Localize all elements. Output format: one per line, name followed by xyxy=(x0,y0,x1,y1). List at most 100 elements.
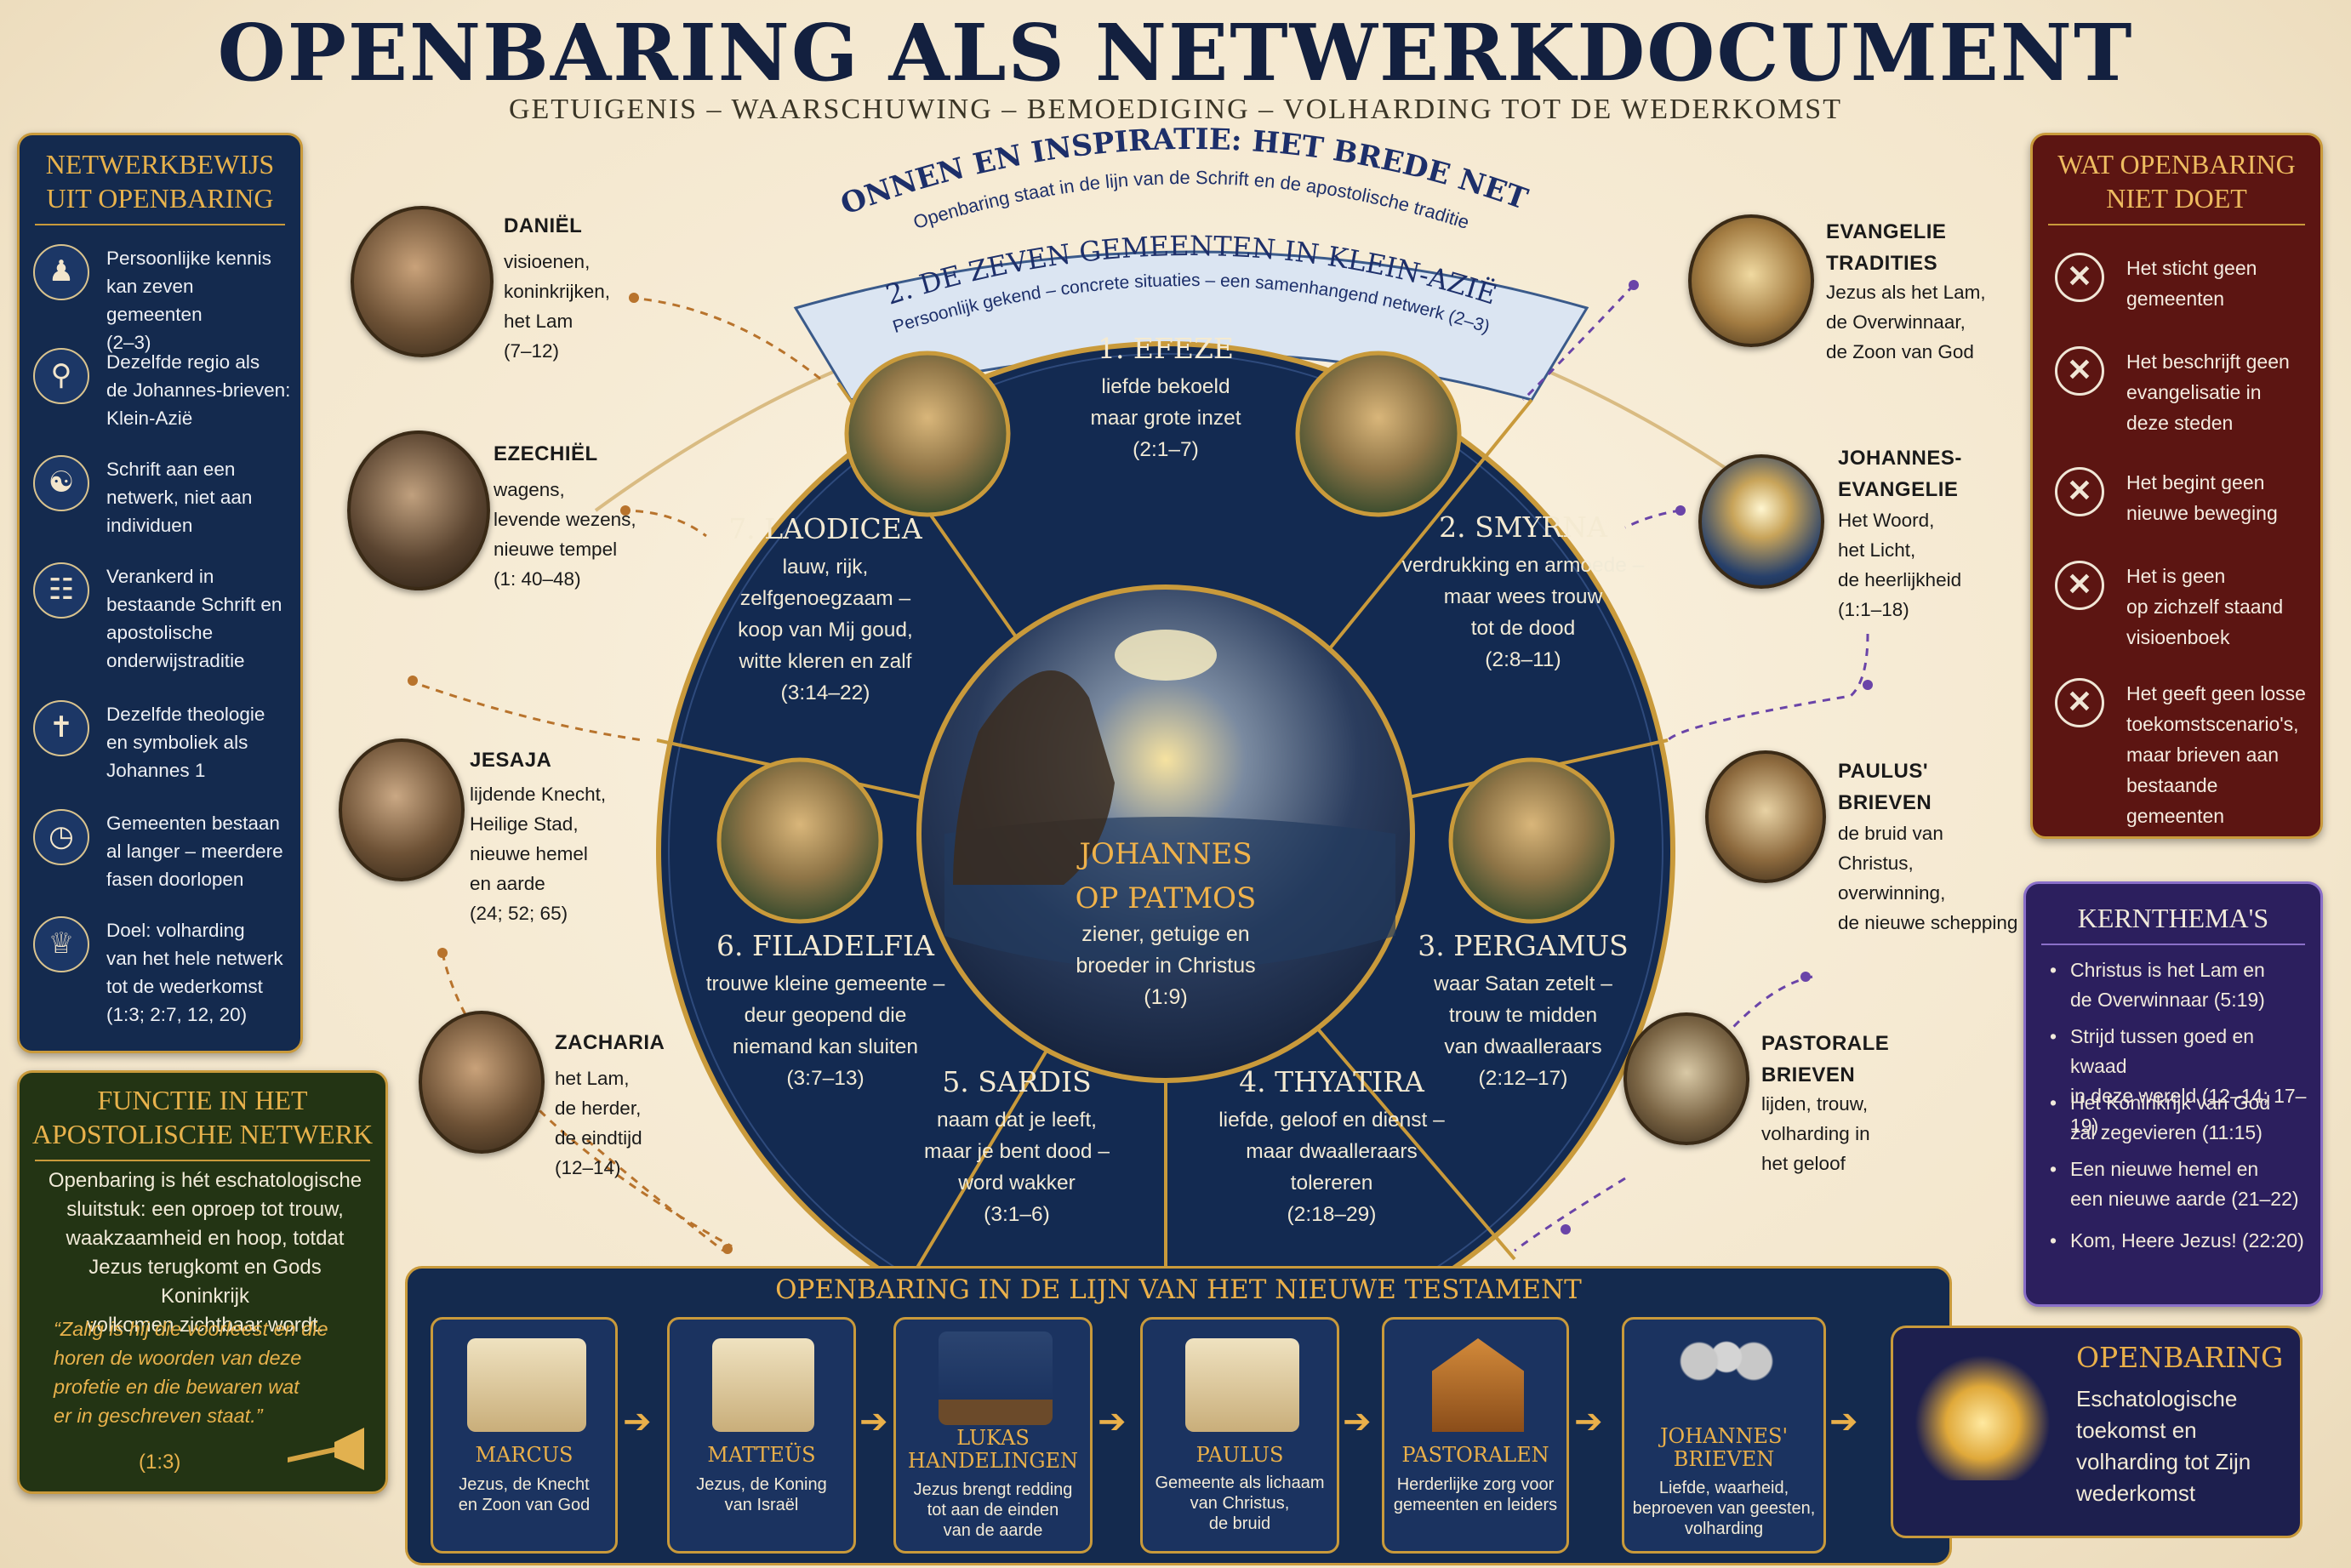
prophet-desc: lijdende Knecht,Heilige Stad,nieuwe heme… xyxy=(470,784,607,924)
shepherd-icon xyxy=(1623,1012,1749,1145)
theme-item: Kom, Heere Jezus! (22:20) xyxy=(2050,1226,2310,1256)
light-icon xyxy=(1698,454,1824,589)
network-icon: ☯ xyxy=(33,455,89,511)
scroll-icon xyxy=(467,1338,586,1432)
daniel-portrait xyxy=(351,206,494,357)
pergamus-city-icon xyxy=(1448,757,1615,924)
crown-icon xyxy=(1906,1353,2059,1480)
arrow-right-icon: ➔ xyxy=(1098,1403,1127,1440)
zacharia-portrait xyxy=(419,1011,545,1154)
nt-timeline-title: OPENBARING IN DE LIJN VAN HET NIEUWE TES… xyxy=(775,1274,1582,1305)
page-title: OPENBARING ALS NETWERKDOCUMENT xyxy=(217,7,2134,99)
network-evidence-panel: NETWERKBEWIJS UIT OPENBARING ♟ Persoonli… xyxy=(17,133,303,1053)
function-quote-reference: (1:3) xyxy=(139,1451,181,1474)
ezechiel-portrait xyxy=(347,430,490,590)
x-icon: ✕ xyxy=(2055,467,2104,516)
arrow-right-icon: ➔ xyxy=(859,1403,888,1440)
prophet-desc: visioenen,koninkrijken,het Lam(7–12) xyxy=(504,251,611,362)
efeze-city-icon xyxy=(844,351,1011,517)
prophet-desc: wagens,levende wezens,nieuwe tempel(1: 4… xyxy=(494,479,636,590)
arrow-right-icon: ➔ xyxy=(1574,1403,1603,1440)
source-desc: Het Woord,het Licht,de heerlijkheid(1:1–… xyxy=(1838,510,1962,620)
church-title-laodicea: 7. LAODICEA xyxy=(728,512,922,545)
church-title-sardis: 5. SARDIS xyxy=(942,1065,1092,1098)
apostles-icon xyxy=(1672,1331,1781,1417)
gospel-book-icon xyxy=(1688,214,1814,347)
crown-icon: ♕ xyxy=(33,916,89,972)
prophet-name: EZECHIËL xyxy=(494,442,598,465)
church-title-smyrna: 2. SMYRNA xyxy=(1439,510,1607,544)
core-themes-title: KERNTHEMA'S xyxy=(2077,903,2269,933)
city-medallions xyxy=(716,351,1615,924)
prophet-name: ZACHARIA xyxy=(555,1031,665,1054)
revelation-final-title: OPENBARING xyxy=(2076,1341,2284,1374)
timeline-card-johannes-brieven: JOHANNES'BRIEVEN Liefde, waarheid,beproe… xyxy=(1622,1317,1826,1554)
church-title-thyatira: 4. THYATIRA xyxy=(1239,1065,1424,1098)
prophet-name: JESAJA xyxy=(470,749,552,772)
arrow-right-icon: ➔ xyxy=(623,1403,652,1440)
x-icon: ✕ xyxy=(2055,346,2104,396)
function-quote: “Zalig is hij die voorleest en die horen… xyxy=(54,1318,328,1427)
x-icon: ✕ xyxy=(2055,561,2104,610)
john-figure-icon xyxy=(953,670,1115,885)
cross-icon: ✝ xyxy=(33,700,89,756)
clock-icon: ◷ xyxy=(33,809,89,865)
filadelfia-city-icon xyxy=(716,757,883,924)
ship-icon xyxy=(939,1331,1053,1425)
people-icon: ♟ xyxy=(33,244,89,300)
church-title-pergamus: 3. PERGAMUS xyxy=(1418,929,1629,962)
trumpet-icon xyxy=(288,1428,364,1470)
network-evidence-title: NETWERKBEWIJS UIT OPENBARING xyxy=(45,149,275,214)
church-title-filadelfia: 6. FILADELFIA xyxy=(716,929,934,962)
x-icon: ✕ xyxy=(2055,678,2104,727)
scroll-quill-icon xyxy=(1705,750,1826,883)
smyrna-city-icon xyxy=(1295,351,1462,517)
core-themes-panel: KERNTHEMA'S Christus is het Lam ende Ove… xyxy=(2023,881,2323,1307)
location-pin-icon: ⚲ xyxy=(33,348,89,404)
jesaja-portrait xyxy=(339,738,465,881)
scroll-icon xyxy=(1185,1338,1299,1432)
scroll-icon xyxy=(712,1338,814,1432)
source-desc: Jezus als het Lam,de Overwinnaar,de Zoon… xyxy=(1826,282,1986,362)
what-revelation-does-not-panel: WAT OPENBARING NIET DOET ✕ Het sticht ge… xyxy=(2030,133,2323,839)
book-icon: ☷ xyxy=(33,562,89,619)
church-desc-filadelfia: trouwe kleine gemeente –deur geopend die… xyxy=(705,972,945,1090)
function-panel-title: FUNCTIE IN HET APOSTOLISCHE NETWERK xyxy=(31,1085,374,1149)
source-name: PAULUS'BRIEVEN xyxy=(1838,760,1932,814)
page-subtitle: GETUIGENIS – WAARSCHUWING – BEMOEDIGING … xyxy=(508,94,1842,125)
source-name: JOHANNES-EVANGELIE xyxy=(1838,447,1962,501)
church-desc-sardis: naam dat je leeft,maar je bent dood –wor… xyxy=(924,1109,1110,1226)
church-desc-laodicea: lauw, rijk,zelfgenoegzaam –koop van Mij … xyxy=(738,556,913,704)
church-title-efeze: 1. EFEZE xyxy=(1097,332,1235,365)
not-panel-title: WAT OPENBARING NIET DOET xyxy=(2057,149,2296,214)
arrow-right-icon: ➔ xyxy=(1343,1403,1372,1440)
prophet-name: DANIËL xyxy=(504,214,583,237)
prophet-desc: het Lam,de herder,de eindtijd(12–14) xyxy=(555,1068,642,1178)
church-icon xyxy=(1432,1338,1524,1432)
arrow-right-icon: ➔ xyxy=(1829,1403,1858,1440)
theme-item: Christus is het Lam ende Overwinnaar (5:… xyxy=(2050,955,2310,1015)
